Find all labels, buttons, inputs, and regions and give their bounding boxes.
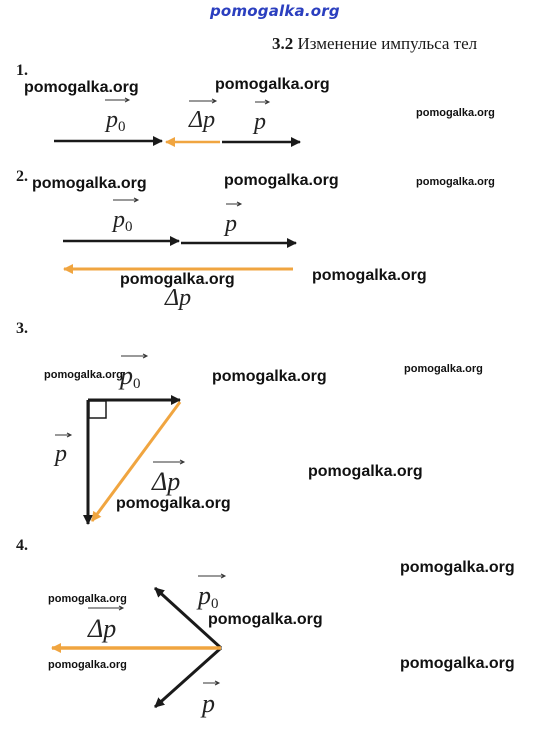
vector-bar-tip	[133, 197, 140, 203]
vector-bar-tip	[66, 432, 73, 438]
vector-bar-tip	[236, 201, 243, 207]
watermark: pomogalka.org	[48, 659, 127, 671]
vector-bar-tip	[220, 573, 227, 579]
problem-1-number: 1.	[16, 62, 28, 79]
section-title: Изменение импульса тел	[297, 34, 478, 53]
watermark: pomogalka.org	[400, 559, 515, 576]
problem-4-number: 4.	[16, 537, 28, 554]
watermark: pomogalka.org	[416, 176, 495, 188]
watermark: pomogalka.org	[24, 79, 139, 96]
vector-bar-tip	[214, 680, 221, 686]
problem-3-number: 3.	[16, 320, 28, 337]
vector-bar-tip	[124, 97, 131, 103]
problem-2-number: 2.	[16, 168, 28, 185]
delta-p-label: Δp	[164, 285, 191, 311]
watermark: pomogalka.org	[215, 76, 330, 93]
watermark: pomogalka.org	[212, 368, 327, 385]
delta-p-label: Δp	[151, 467, 180, 496]
delta-p-arrow	[90, 401, 182, 522]
p-label: p	[252, 109, 266, 135]
watermark: pomogalka.org	[416, 107, 495, 119]
delta-p-label: Δp	[188, 107, 215, 133]
section-heading: 3.2 Изменение импульса тел	[272, 34, 477, 54]
watermark: pomogalka.org	[224, 172, 339, 189]
section-number: 3.2	[272, 34, 294, 53]
p-label: p	[200, 689, 215, 718]
vector-bar-tip	[264, 99, 271, 105]
p-arrow	[154, 646, 222, 709]
p0-label: p0	[196, 581, 219, 612]
p0-arrow	[153, 586, 223, 650]
watermark: pomogalka.org	[308, 463, 423, 480]
watermark: pomogalka.org	[312, 267, 427, 284]
watermark: pomogalka.org	[116, 495, 231, 512]
figure-2: p0 p Δp	[63, 197, 297, 311]
right-angle-mark	[88, 400, 107, 419]
p0-label: p0	[104, 107, 126, 135]
vector-bar-tip	[211, 98, 218, 104]
watermark: pomogalka.org	[400, 655, 515, 672]
watermark: pomogalka.org	[208, 611, 323, 628]
vector-bar-tip	[179, 459, 186, 465]
watermark: pomogalka.org	[44, 369, 123, 381]
watermark: pomogalka.org	[48, 593, 127, 605]
vector-bar-tip	[118, 605, 125, 611]
figure-4: p0 Δp p	[51, 573, 227, 718]
p-label: p	[53, 441, 67, 467]
vector-bar-tip	[142, 353, 149, 359]
p0-label: p0	[111, 207, 133, 235]
p0-label: p0	[118, 361, 141, 392]
watermark: pomogalka.org	[120, 271, 235, 288]
watermark: pomogalka.org	[404, 363, 483, 375]
watermark: pomogalka.org	[32, 175, 147, 192]
figure-3: p0 p Δp	[53, 353, 186, 525]
figure-1: p0 Δp p	[54, 97, 301, 147]
p-label: p	[223, 211, 237, 237]
delta-p-label: Δp	[87, 614, 116, 643]
site-header[interactable]: pomogalka.org	[210, 2, 340, 20]
